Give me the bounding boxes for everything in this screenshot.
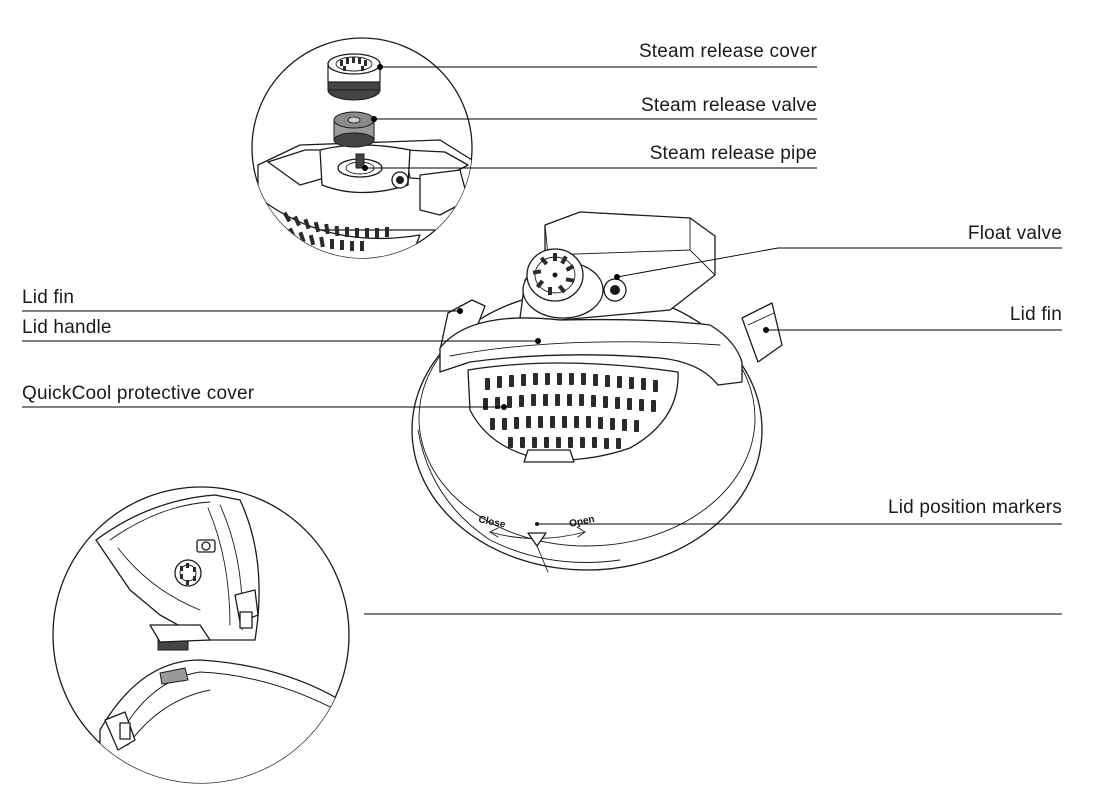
label-lid-fin-left: Lid fin xyxy=(22,287,75,308)
steam-release-detail-inset xyxy=(251,37,473,259)
label-steam-release-pipe: Steam release pipe xyxy=(649,143,817,164)
quickcool-protective-cover-part xyxy=(467,362,679,463)
marker-open-label: Open xyxy=(568,514,595,530)
float-valve-button xyxy=(603,278,627,302)
steam-release-cover-part xyxy=(327,53,381,101)
pressure-cooker-lid: Close Open xyxy=(411,211,783,573)
steam-release-valve-part xyxy=(333,111,375,148)
label-lid-handle: Lid handle xyxy=(22,317,112,338)
float-valve-dial xyxy=(522,248,604,319)
lid-fin-detail-inset xyxy=(52,486,350,784)
label-quickcool-protective-cover: QuickCool protective cover xyxy=(22,383,255,404)
lid-fin-right-part xyxy=(741,302,783,363)
lid-handle-part xyxy=(439,317,743,386)
label-float-valve: Float valve xyxy=(967,223,1062,244)
leader-lines xyxy=(22,64,1062,615)
label-steam-release-cover: Steam release cover xyxy=(638,41,817,62)
label-steam-release-valve: Steam release valve xyxy=(641,95,817,116)
label-lid-fin-right: Lid fin xyxy=(1009,304,1062,325)
label-lid-position-markers: Lid position markers xyxy=(887,497,1062,518)
